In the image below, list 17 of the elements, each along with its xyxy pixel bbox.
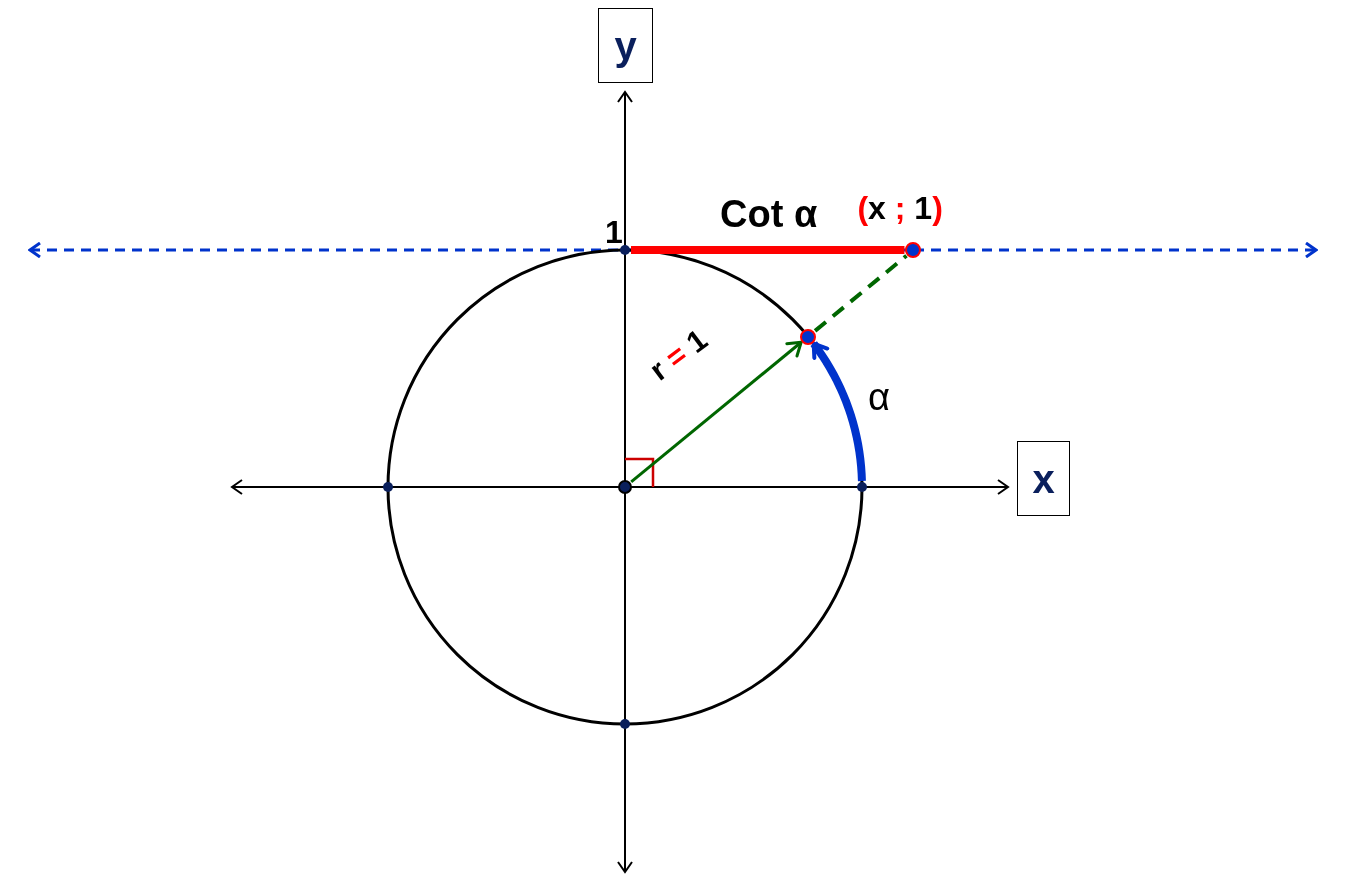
point-marker bbox=[857, 482, 867, 492]
point-marker bbox=[620, 245, 630, 255]
axis-label: x bbox=[1032, 458, 1055, 499]
edge-label: r = 1 bbox=[642, 322, 715, 387]
point-marker bbox=[905, 242, 922, 258]
line-segment bbox=[631, 246, 905, 254]
axis-label: y bbox=[614, 25, 637, 66]
point-label: (x ; 1) bbox=[856, 192, 944, 224]
edge-label: α bbox=[867, 378, 891, 416]
point-label: 1 bbox=[604, 216, 624, 248]
arrow bbox=[630, 340, 803, 484]
origin-point bbox=[618, 480, 632, 494]
axis-label-box bbox=[598, 8, 653, 83]
line-segment bbox=[813, 254, 908, 333]
arrow bbox=[810, 341, 866, 482]
axis-label-box bbox=[1017, 441, 1070, 516]
point-marker bbox=[800, 328, 817, 345]
